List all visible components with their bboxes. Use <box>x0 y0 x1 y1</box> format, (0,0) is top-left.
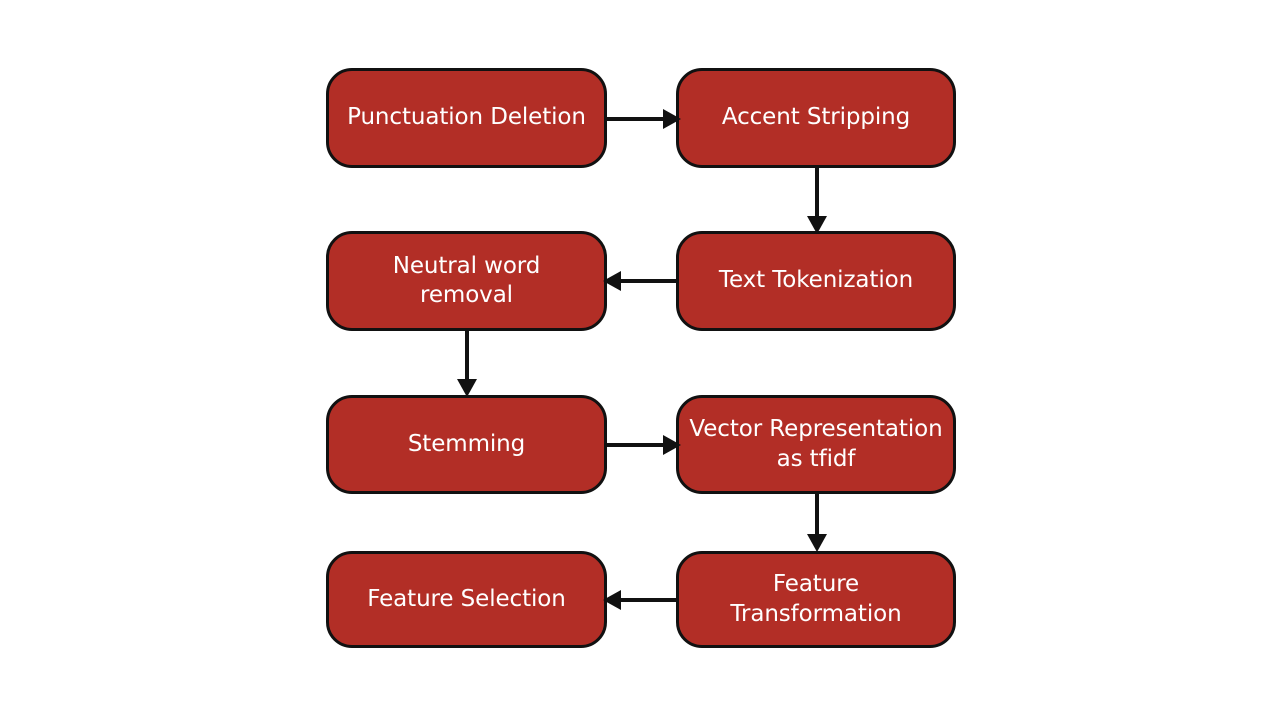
node-label: Feature Transformation <box>730 571 902 627</box>
node-label: Neutral word removal <box>392 252 541 308</box>
arrow-accent-stripping-to-text-tokenization <box>802 166 832 234</box>
node-label: Accent Stripping <box>721 104 911 131</box>
node-punctuation-deletion[interactable]: Punctuation Deletion <box>326 68 607 168</box>
node-label: Vector Representation as tfidf <box>689 416 943 472</box>
node-label: Feature Selection <box>367 585 566 612</box>
arrow-stemming-to-vector-representation <box>605 430 681 460</box>
arrow-neutral-word-removal-to-stemming <box>452 329 482 397</box>
node-neutral-word-removal[interactable]: Neutral word removal <box>326 231 607 331</box>
node-feature-transformation[interactable]: Feature Transformation <box>676 551 956 648</box>
node-accent-stripping[interactable]: Accent Stripping <box>676 68 956 168</box>
arrow-punctuation-deletion-to-accent-stripping <box>605 104 681 134</box>
node-label: Punctuation Deletion <box>347 104 586 131</box>
node-feature-selection[interactable]: Feature Selection <box>326 551 607 648</box>
arrow-text-tokenization-to-neutral-word-removal <box>603 266 679 296</box>
arrow-vector-representation-to-feature-transformation <box>802 492 832 552</box>
node-text-tokenization[interactable]: Text Tokenization <box>676 231 956 331</box>
node-vector-representation[interactable]: Vector Representation as tfidf <box>676 395 956 494</box>
node-label: Text Tokenization <box>718 267 914 294</box>
node-stemming[interactable]: Stemming <box>326 395 607 494</box>
node-label: Stemming <box>407 430 526 457</box>
arrow-feature-transformation-to-feature-selection <box>603 585 679 615</box>
